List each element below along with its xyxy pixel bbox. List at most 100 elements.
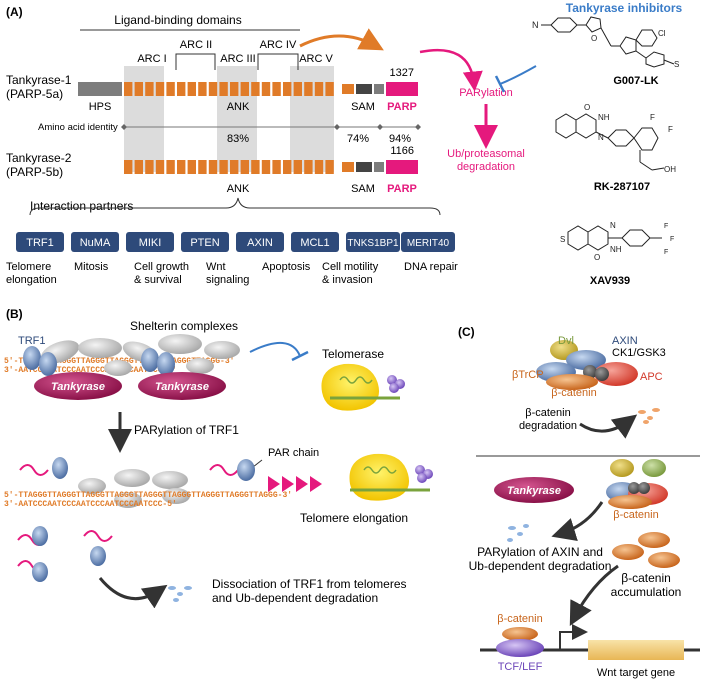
ank-repeat: [155, 82, 165, 96]
tankyrase-protein-c: Tankyrase: [494, 477, 574, 503]
partner-label-mcl1: MCL1: [300, 237, 329, 249]
ck1-label: CK1/GSK3: [612, 347, 666, 359]
ank-repeat: [272, 82, 281, 96]
telomere-elongation-label: Telomere elongation: [300, 511, 408, 525]
tcf-protein: [496, 639, 544, 657]
g007-atom-cl: Cl: [658, 29, 666, 38]
axin-label: AXIN: [612, 335, 638, 347]
bcat-accumulation-line2: accumulation: [611, 585, 682, 599]
xav-atom-f1: F: [664, 223, 668, 230]
tankyrase-label-c: Tankyrase: [507, 485, 561, 497]
bcat-label-2: β-catenin: [613, 509, 658, 521]
panel-a: (A) Ligand-binding domains ARC I ARC II …: [6, 1, 683, 287]
bcat-fragments: [638, 408, 660, 424]
arc5-shade: [290, 66, 334, 172]
function-label-0-0: Telomere: [6, 261, 51, 273]
ank-repeat: [230, 160, 239, 174]
arc3-shade: [217, 66, 257, 172]
bcat-label-1: β-catenin: [551, 387, 596, 399]
xav-atom-f2: F: [670, 236, 674, 243]
tnks1-sam-domain: [356, 84, 372, 94]
partner-label-miki: MIKI: [139, 237, 162, 249]
telomerase-inhibition-line: [249, 342, 301, 357]
partner-box-trf1: [16, 232, 64, 252]
complex-after-tnks: [606, 459, 668, 509]
telomerase-enzyme-1: [321, 363, 405, 411]
parp-label-1: PARP: [387, 101, 417, 113]
bcat-accumulation-cluster: [612, 532, 680, 568]
tankyrase-1-protein: Tankyrase: [34, 372, 122, 400]
degradation-line1: Ub/proteasomal: [447, 148, 525, 160]
ank-repeat: [293, 160, 302, 174]
bcat-degradation-line1: β-catenin: [525, 407, 570, 419]
arc1-shade: [124, 66, 164, 172]
ank-repeat: [283, 82, 292, 96]
tnks1-hps-domain: [78, 82, 122, 96]
dissociation-line2: and Ub-dependent degradation: [212, 591, 378, 605]
parylation-axin-line1: PARylation of AXIN and: [477, 545, 603, 559]
ank-repeat: [198, 160, 207, 174]
ank-repeat: [325, 160, 334, 174]
ank-repeat: [166, 82, 175, 96]
ank-repeat: [272, 160, 281, 174]
xav-atom-nh: NH: [610, 245, 622, 254]
ank-repeat: [208, 82, 218, 96]
ank-repeat: [240, 160, 249, 174]
interaction-brace: [29, 197, 441, 216]
axin-degradation-arrow: [551, 501, 604, 542]
parylation-label: PARylation: [459, 87, 513, 99]
rk287107-structure: O NH N F F OH: [555, 103, 676, 174]
dissociated-trf1: [17, 526, 113, 582]
ank-repeat: [304, 82, 313, 96]
wnt-target-gene-box: [588, 640, 684, 660]
ank-repeat: [124, 160, 133, 174]
ank-repeat: [283, 160, 292, 174]
panel-b-label: (B): [6, 307, 23, 321]
tnks2-linker2: [374, 162, 384, 172]
bcat-degradation-arrow: [579, 414, 638, 439]
rk-atom-f2: F: [668, 125, 673, 134]
ank-repeat: [219, 82, 228, 96]
partner-box-pten: [181, 232, 229, 252]
tnks2-name: Tankyrase-2: [6, 151, 72, 165]
ank-repeat: [134, 82, 143, 96]
arc-label-2: ARC II: [180, 39, 212, 51]
panel-c: (C) Dvl AXIN CK1/GSK3 βTrCP APC β-cateni…: [458, 325, 700, 679]
tnks1-name: Tankyrase-1: [6, 73, 72, 87]
rk-atom-n: N: [598, 133, 604, 142]
ank-repeat: [187, 160, 196, 174]
inhibitors-title: Tankyrase inhibitors: [566, 1, 683, 15]
xav-atom-s: S: [560, 235, 565, 244]
tnks2-length: 1166: [390, 145, 414, 157]
g007-atom-o: O: [591, 34, 597, 43]
degradation-line2: degradation: [457, 161, 515, 173]
tnks2-parp-domain: [386, 160, 418, 174]
ank-repeat: [251, 160, 260, 174]
ank-repeat: [155, 160, 165, 174]
panel-a-label: (A): [6, 5, 23, 19]
partner-box-merit40: [401, 232, 455, 252]
elongation-chevrons: [268, 476, 322, 492]
function-label-4-0: Apoptosis: [262, 261, 311, 273]
tnks1-linker: [342, 84, 354, 94]
partner-label-merit40: MERIT40: [407, 238, 450, 249]
dissociation-line1: Dissociation of TRF1 from telomeres: [212, 577, 407, 591]
arc4-bracket: [257, 53, 299, 70]
tnks1-alias: (PARP-5a): [6, 87, 63, 101]
partner-box-axin: [236, 232, 284, 252]
tankyrase-label-2: Tankyrase: [155, 381, 209, 393]
arc-label-4: ARC IV: [260, 39, 297, 51]
identity-label: Amino acid identity: [38, 122, 118, 133]
arc-to-parp-arrow: [299, 28, 384, 51]
ank-repeat: [261, 160, 271, 174]
partner-label-axin: AXIN: [247, 237, 273, 249]
rk-atom-o: O: [584, 103, 590, 112]
parylated-trf1-group: [19, 457, 255, 508]
degradation-fragments: [168, 586, 192, 602]
function-label-2-1: & survival: [134, 274, 182, 286]
function-label-6-0: DNA repair: [404, 261, 458, 273]
xav-atom-f3: F: [664, 249, 668, 256]
ank-repeat: [293, 82, 302, 96]
